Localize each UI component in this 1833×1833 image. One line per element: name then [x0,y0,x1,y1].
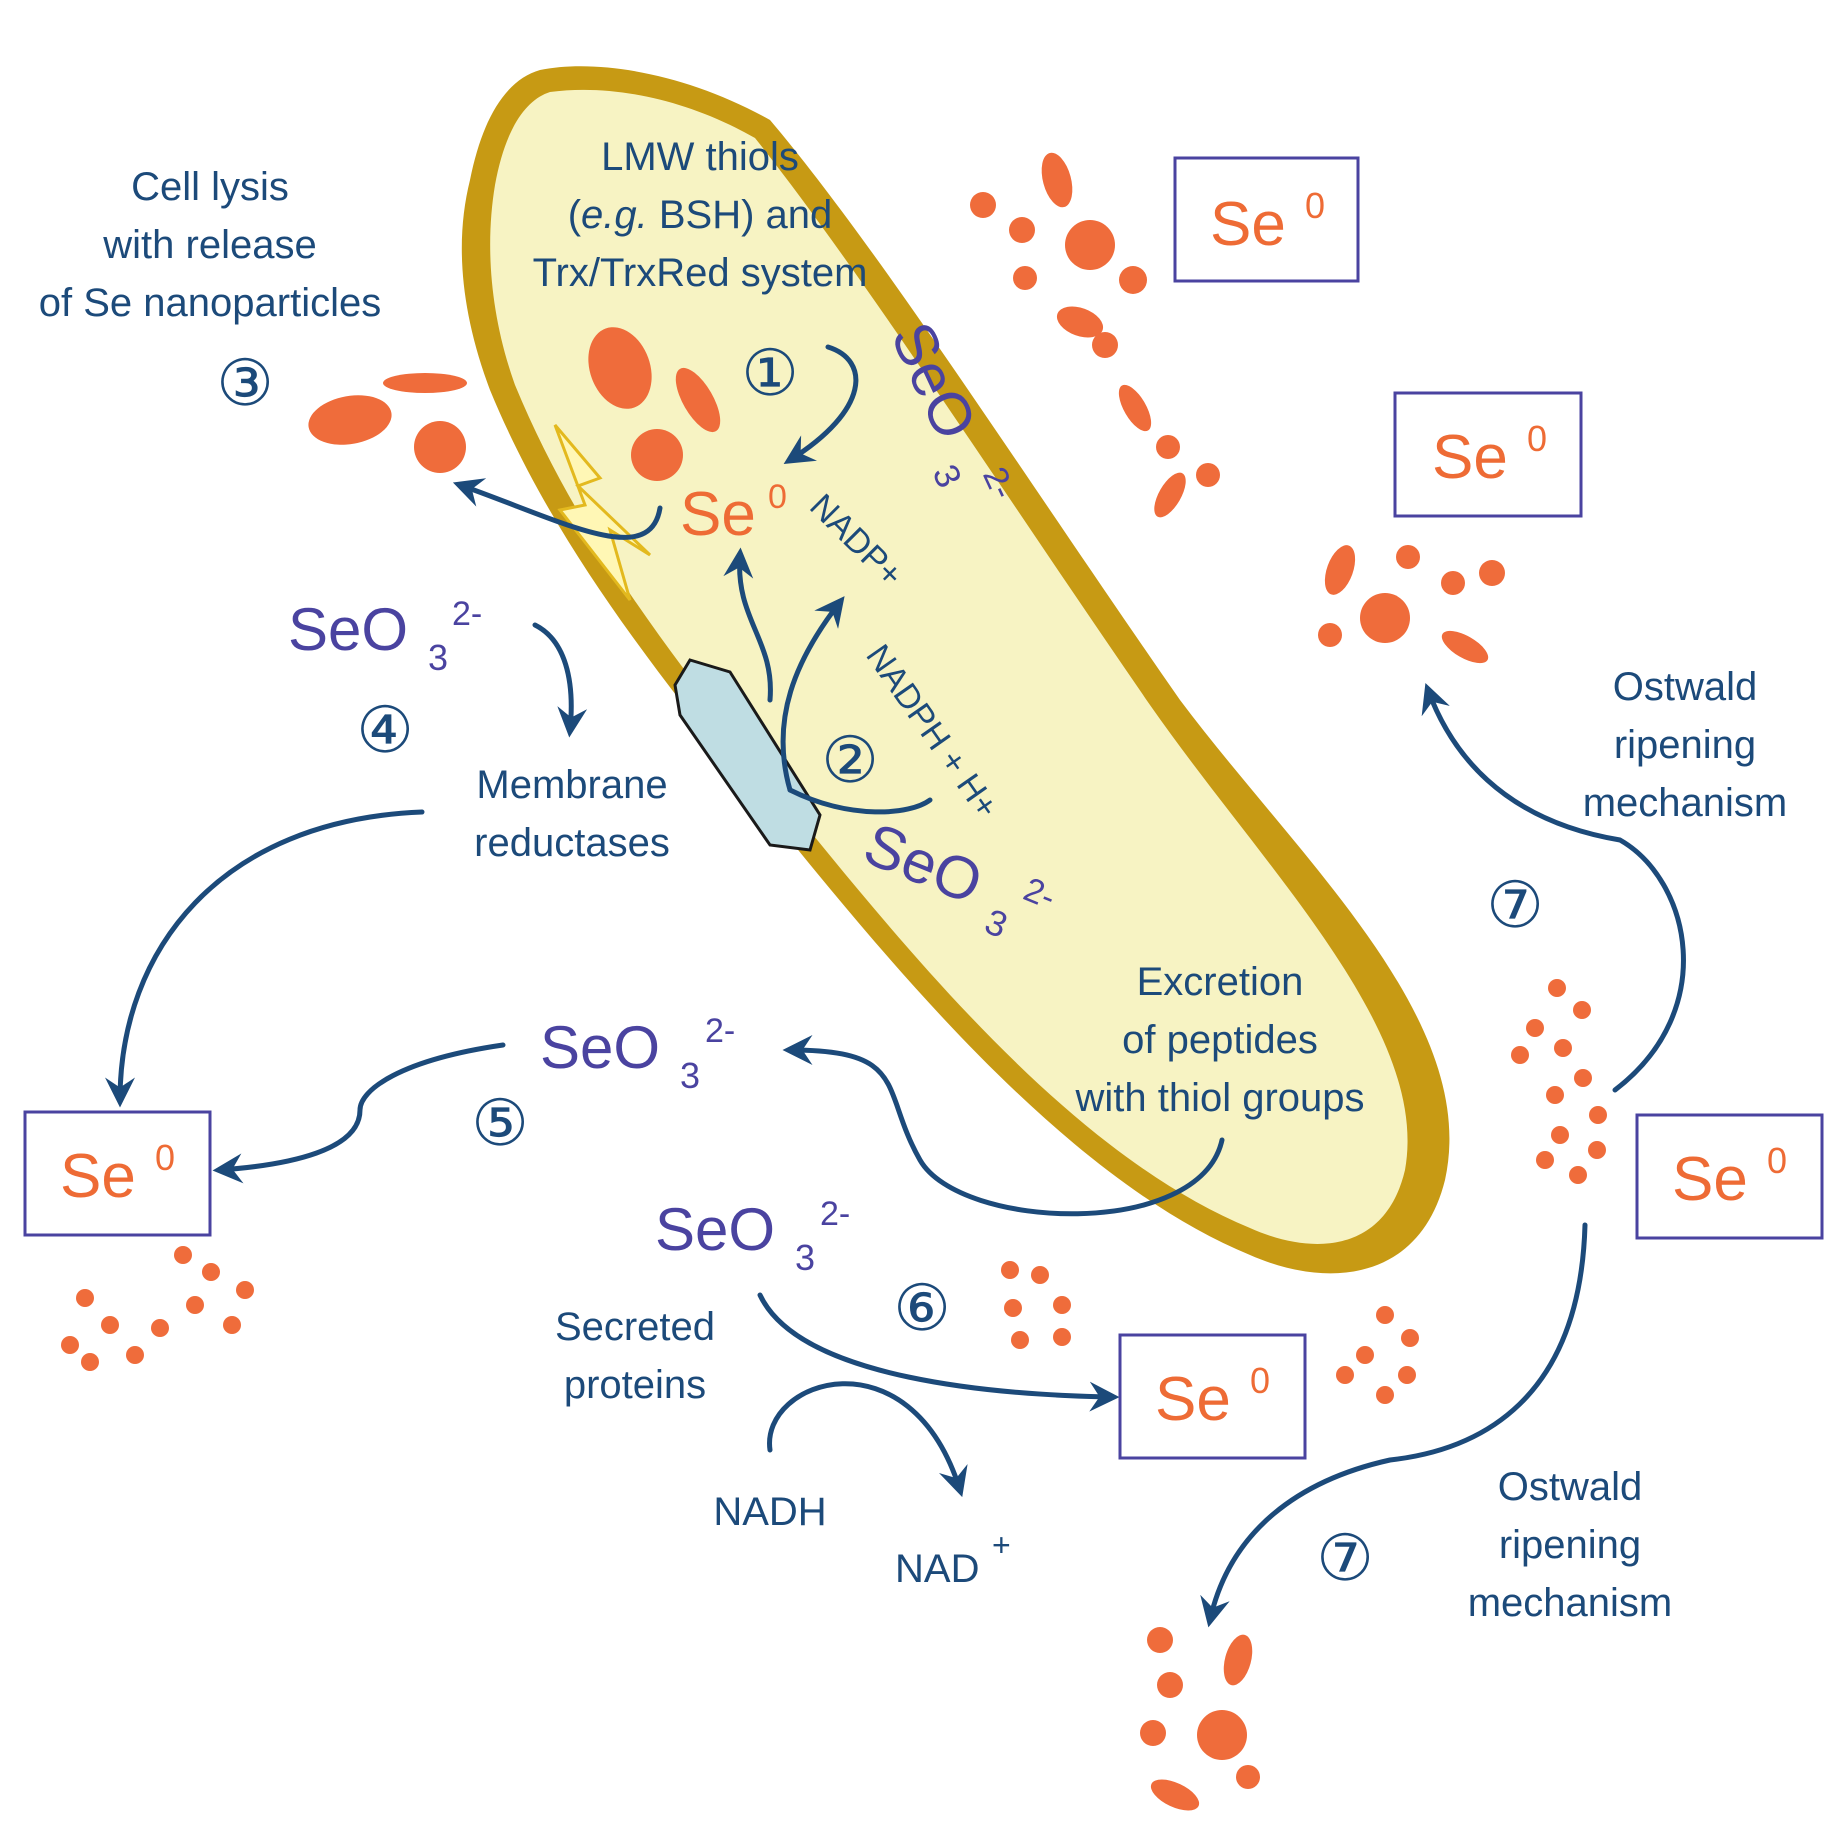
svg-text:LMW thiols: LMW thiols [601,135,799,179]
step-7-bottom: ⑦ [1316,1522,1373,1594]
nanoparticle-cluster-left [61,1246,254,1371]
arrow-step7-down [1200,1222,1588,1628]
svg-text:Excretion: Excretion [1137,960,1304,1004]
svg-text:Se: Se [60,1142,136,1211]
reaction-arrows [105,344,1686,1628]
svg-text:Se: Se [1155,1365,1231,1434]
se0-box-far-right: Se 0 [1635,1113,1824,1240]
step-5: ⑤ [471,1087,528,1159]
svg-text:SeO: SeO [288,596,408,663]
step-6: ⑥ [893,1272,950,1344]
svg-text:Cell lysis: Cell lysis [131,165,289,209]
arrow-step5 [212,1042,506,1184]
step-1: ① [741,337,798,409]
svg-text:of Se nanoparticles: of Se nanoparticles [39,281,381,325]
se0-box-right: Se 0 [1393,391,1583,518]
svg-text:Trx/TrxRed system: Trx/TrxRed system [533,251,868,295]
arrow-step2-nadph [787,787,933,815]
svg-text:Se: Se [1432,423,1508,492]
nanoparticle-cluster-bottom-right [1140,1627,1260,1811]
step-7-top: ⑦ [1486,869,1543,941]
released-nanoparticles [308,373,467,473]
nad-plus-label: NAD + [895,1527,1011,1591]
bacterial-cell [461,66,1450,1274]
arrow-lysis [452,478,663,540]
svg-text:Se: Se [1210,190,1286,259]
svg-text:proteins: proteins [564,1363,706,1407]
svg-text:2-: 2- [452,595,482,633]
svg-text:2-: 2- [705,1012,735,1050]
ostwald-label-top: Ostwald ripening mechanism [1583,665,1788,825]
svg-text:of peptides: of peptides [1122,1018,1318,1062]
se0-intracellular-label: Se 0 [680,478,787,549]
svg-text:Se: Se [680,480,756,549]
arrow-step2-nadp [780,596,845,793]
arrow-step2-se [723,547,773,703]
svg-text:0: 0 [768,478,787,516]
svg-text:with release: with release [102,223,316,267]
se0-box-bottom: Se 0 [1118,1333,1307,1460]
selenite-label-mid: SeO 3 2- [540,1012,735,1096]
intracellular-nanoparticles [588,327,721,481]
svg-text:ripening: ripening [1614,723,1756,767]
arrow-step6 [757,1292,1120,1412]
svg-text:(e.g. BSH) and: (e.g. BSH) and [568,193,833,237]
arrow-nadh [767,1381,968,1498]
nanoparticle-cluster-top [970,152,1220,518]
secreted-proteins-label: Secreted proteins [555,1305,715,1407]
nadh-label: NADH [713,1490,826,1534]
nanoparticle-cluster-right [1318,545,1505,664]
nanoparticle-cluster-mid-right [1511,979,1607,1184]
svg-text:Ostwald: Ostwald [1498,1465,1643,1509]
svg-text:mechanism: mechanism [1468,1581,1673,1625]
svg-text:0: 0 [1305,185,1325,226]
membrane-reductases-label: Membrane reductases [474,763,670,865]
arrow-step4-in [532,622,588,738]
step-2: ② [821,724,878,796]
svg-text:0: 0 [155,1137,175,1178]
nanoparticle-cluster-bottom [1001,1261,1419,1404]
cell-cytoplasm [490,89,1408,1244]
lmw-thiols-label: LMW thiols (e.g. BSH) and Trx/TrxRed sys… [533,135,868,295]
svg-text:with thiol groups: with thiol groups [1074,1076,1364,1120]
svg-text:3: 3 [680,1055,700,1096]
svg-text:Se: Se [1672,1145,1748,1214]
svg-text:NAD: NAD [895,1547,979,1591]
svg-text:2-: 2- [820,1195,850,1233]
se0-box-top: Se 0 [1173,156,1360,283]
svg-text:Secreted: Secreted [555,1305,715,1349]
arrow-excretion [782,1035,1225,1217]
svg-text:SeO: SeO [540,1014,660,1081]
svg-text:reductases: reductases [474,821,670,865]
cell-lysis-label: Cell lysis with release of Se nanopartic… [39,165,381,325]
arrow-step1 [783,344,859,464]
arrow-step4-out [105,809,425,1108]
se0-box-left: Se 0 [23,1110,212,1237]
selenite-label-left: SeO 3 2- [288,595,482,678]
svg-text:Ostwald: Ostwald [1613,665,1758,709]
svg-text:0: 0 [1527,418,1547,459]
step-4: ④ [356,694,413,766]
svg-text:Membrane: Membrane [476,763,667,807]
excretion-label: Excretion of peptides with thiol groups [1074,960,1364,1120]
step-3: ③ [216,347,273,419]
arrow-step7-up [1421,682,1686,1093]
selenite-label-bottom: SeO 3 2- [655,1195,850,1278]
svg-text:mechanism: mechanism [1583,781,1788,825]
step-numbers: ① ② ③ ④ ⑤ ⑥ ⑦ ⑦ [216,337,1543,1594]
svg-text:3: 3 [795,1237,815,1278]
svg-text:3: 3 [428,637,448,678]
svg-text:ripening: ripening [1499,1523,1641,1567]
svg-text:+: + [992,1527,1011,1563]
ostwald-label-bottom: Ostwald ripening mechanism [1468,1465,1673,1625]
membrane-reductase-protein [673,658,822,852]
svg-text:SeO: SeO [655,1196,775,1263]
svg-text:0: 0 [1767,1140,1787,1181]
svg-text:0: 0 [1250,1360,1270,1401]
lightning-bolt-icon [553,424,652,601]
